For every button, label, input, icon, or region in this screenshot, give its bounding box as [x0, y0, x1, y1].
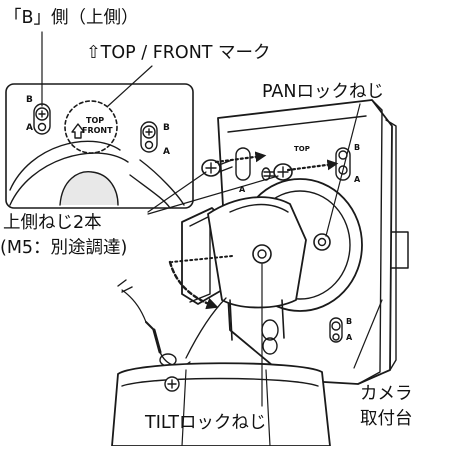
- top-front-highlight-circle: [64, 100, 118, 154]
- plate-marking-b-lower: B: [346, 317, 353, 326]
- inset-marking-b-left: B: [26, 95, 33, 105]
- inset-slot-right: [140, 121, 158, 153]
- label-camera-mount-line2: 取付台: [360, 409, 413, 429]
- label-top-front-mark: ⇧TOP / FRONT マーク: [86, 43, 271, 63]
- label-upper-screws: 上側ねじ2本: [3, 213, 102, 233]
- label-tilt-lock-screw: TILTロックねじ: [145, 413, 267, 433]
- plate-marking-a-lower: A: [346, 333, 353, 342]
- plate-marking-top: TOP: [294, 145, 310, 153]
- plate-marking-a-left: A: [239, 185, 246, 194]
- detail-inset: [5, 83, 194, 209]
- inset-marking-a-right: A: [163, 147, 170, 157]
- camera-housing: [111, 362, 331, 447]
- label-b-side-upper: 「B」側（上側）: [4, 8, 139, 28]
- inset-marking-top: TOP: [86, 116, 105, 125]
- plate-marking-b: B: [354, 143, 361, 152]
- inset-marking-b-right: B: [163, 123, 170, 133]
- label-pan-lock-screw: PANロックねじ: [262, 82, 384, 102]
- safety-wire: [117, 279, 227, 367]
- inset-slot-left: [33, 103, 51, 135]
- inset-marking-a-left: A: [26, 123, 33, 133]
- tilt-arm: [181, 196, 307, 355]
- tilt-lock-screw: [252, 244, 272, 264]
- pan-lock-screw: [313, 233, 331, 251]
- plate-marking-a-right: A: [354, 175, 361, 184]
- plate-slot-left: [235, 147, 251, 181]
- label-upper-screws-spec: (M5：別途調達): [0, 238, 128, 258]
- label-camera-mount-line1: カメラ: [360, 384, 413, 404]
- inset-marking-front: FRONT: [82, 126, 113, 135]
